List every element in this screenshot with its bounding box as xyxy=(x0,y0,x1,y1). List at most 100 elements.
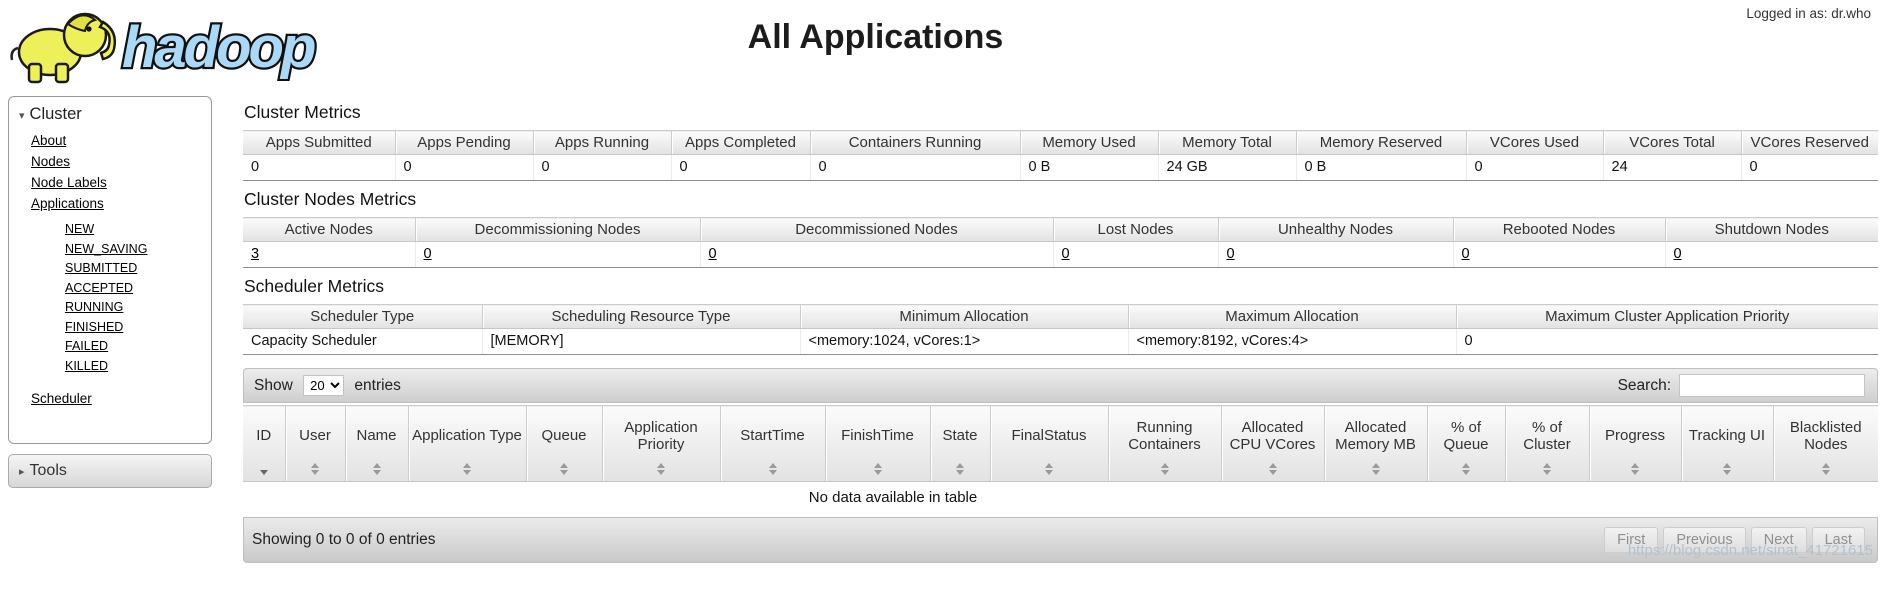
col-rebooted-nodes: Rebooted Nodes xyxy=(1452,217,1665,242)
col-allocated-cpu-vcores[interactable]: Allocated CPU VCores xyxy=(1220,405,1324,482)
col-tracking-ui[interactable]: Tracking UI xyxy=(1680,405,1773,482)
cluster-metrics-row: 0 0 0 0 0 0 B 24 GB 0 B 0 24 0 xyxy=(243,154,1878,181)
col-active-nodes: Active Nodes xyxy=(243,217,415,242)
next-page-button[interactable]: Next xyxy=(1750,527,1807,553)
col-application-type[interactable]: Application Type xyxy=(407,405,526,482)
svg-text:hadoop: hadoop xyxy=(122,15,315,80)
apps-running-value: 0 xyxy=(532,154,671,181)
col-apps-completed: Apps Completed xyxy=(670,130,810,155)
lost-nodes-link[interactable]: 0 xyxy=(1061,246,1070,262)
col-finishtime[interactable]: FinishTime xyxy=(824,405,930,482)
sort-both-icon xyxy=(826,463,930,475)
sidebar-item-state-running[interactable]: RUNNING xyxy=(65,300,124,314)
top-header: hadoop All Applications Logged in as: dr… xyxy=(0,0,1881,94)
show-label: Show xyxy=(254,377,293,394)
sort-both-icon xyxy=(603,463,720,475)
applications-table: ID User Name Application Type Queue Appl… xyxy=(243,405,1878,482)
entries-label: entries xyxy=(354,377,401,394)
col-apps-running: Apps Running xyxy=(532,130,671,155)
col-pct-of-queue[interactable]: % of Queue xyxy=(1426,405,1505,482)
col-memory-used: Memory Used xyxy=(1019,130,1158,155)
col-running-containers[interactable]: Running Containers xyxy=(1107,405,1221,482)
col-pct-of-cluster[interactable]: % of Cluster xyxy=(1504,405,1589,482)
cluster-nodes-metrics-table: Active Nodes Decommissioning Nodes Decom… xyxy=(243,217,1878,268)
hadoop-wordmark: hadoop xyxy=(120,13,320,81)
sidebar-item-state-new-saving[interactable]: NEW_SAVING xyxy=(65,241,148,256)
vcores-reserved-value: 0 xyxy=(1740,154,1878,181)
page-length-select[interactable]: 20 xyxy=(303,375,345,396)
col-state[interactable]: State xyxy=(929,405,990,482)
col-finalstatus[interactable]: FinalStatus xyxy=(989,405,1108,482)
col-allocated-memory-mb[interactable]: Allocated Memory MB xyxy=(1323,405,1427,482)
col-scheduler-type: Scheduler Type xyxy=(243,304,482,329)
rebooted-nodes-link[interactable]: 0 xyxy=(1461,246,1470,262)
apps-submitted-value: 0 xyxy=(243,154,395,181)
pagination: First Previous Next Last xyxy=(1604,527,1869,553)
col-memory-reserved: Memory Reserved xyxy=(1295,130,1466,155)
sort-both-icon xyxy=(1109,463,1221,475)
sidebar-item-node-labels[interactable]: Node Labels xyxy=(31,175,107,190)
col-queue[interactable]: Queue xyxy=(525,405,602,482)
sort-both-icon xyxy=(991,463,1108,475)
scheduler-type-value: Capacity Scheduler xyxy=(243,328,482,355)
col-vcores-reserved: VCores Reserved xyxy=(1740,130,1878,155)
sort-desc-icon xyxy=(243,470,285,475)
col-vcores-total: VCores Total xyxy=(1602,130,1741,155)
cluster-metrics-table: Apps Submitted Apps Pending Apps Running… xyxy=(243,130,1878,181)
sidebar-item-nodes[interactable]: Nodes xyxy=(31,154,71,169)
active-nodes-link[interactable]: 3 xyxy=(251,246,260,262)
col-name[interactable]: Name xyxy=(344,405,408,482)
apps-pending-value: 0 xyxy=(394,154,533,181)
scheduler-metrics-table: Scheduler Type Scheduling Resource Type … xyxy=(243,304,1878,355)
showing-entries-status: Showing 0 to 0 of 0 entries xyxy=(252,531,436,548)
sort-both-icon xyxy=(1428,463,1505,475)
memory-reserved-value: 0 B xyxy=(1295,154,1466,181)
col-blacklisted-nodes[interactable]: Blacklisted Nodes xyxy=(1772,405,1878,482)
sort-both-icon xyxy=(409,463,526,475)
sidebar-item-state-submitted[interactable]: SUBMITTED xyxy=(65,261,138,275)
sidebar-item-scheduler[interactable]: Scheduler xyxy=(31,391,92,406)
col-minimum-allocation: Minimum Allocation xyxy=(799,304,1128,329)
sort-both-icon xyxy=(527,463,602,475)
sidebar-tools-toggle[interactable]: ▸Tools xyxy=(8,454,212,488)
sidebar-item-state-accepted[interactable]: ACCEPTED xyxy=(65,280,134,295)
scheduling-resource-type-value: [MEMORY] xyxy=(481,328,800,355)
col-starttime[interactable]: StartTime xyxy=(719,405,825,482)
last-page-button[interactable]: Last xyxy=(1811,527,1865,553)
sidebar-item-about[interactable]: About xyxy=(31,133,67,148)
sidebar-item-state-failed[interactable]: FAILED xyxy=(65,339,109,353)
shutdown-nodes-link[interactable]: 0 xyxy=(1673,246,1682,262)
col-shutdown-nodes: Shutdown Nodes xyxy=(1664,217,1878,242)
maximum-allocation-value: <memory:8192, vCores:4> xyxy=(1127,328,1456,355)
sidebar-item-state-killed[interactable]: KILLED xyxy=(65,358,109,373)
col-user[interactable]: User xyxy=(284,405,345,482)
decommissioning-nodes-link[interactable]: 0 xyxy=(423,246,432,262)
memory-total-value: 24 GB xyxy=(1157,154,1296,181)
col-scheduling-resource-type: Scheduling Resource Type xyxy=(481,304,800,329)
col-id[interactable]: ID xyxy=(243,405,285,482)
decommissioned-nodes-link[interactable]: 0 xyxy=(708,246,717,262)
col-application-priority[interactable]: Application Priority xyxy=(601,405,720,482)
unhealthy-nodes-link[interactable]: 0 xyxy=(1226,246,1235,262)
search-input[interactable] xyxy=(1679,374,1865,397)
logged-in-as: Logged in as: dr.who xyxy=(1746,6,1871,21)
sidebar-item-state-finished[interactable]: FINISHED xyxy=(65,319,124,334)
apps-table-toolbar: Show 20 entries Search: xyxy=(243,368,1878,403)
scheduler-metrics-row: Capacity Scheduler [MEMORY] <memory:1024… xyxy=(243,328,1878,355)
cluster-metrics-heading: Cluster Metrics xyxy=(244,102,361,122)
empty-table-message: No data available in table xyxy=(808,489,978,506)
col-memory-total: Memory Total xyxy=(1157,130,1296,155)
vcores-used-value: 0 xyxy=(1465,154,1603,181)
scheduler-metrics-heading: Scheduler Metrics xyxy=(244,276,385,296)
col-progress[interactable]: Progress xyxy=(1588,405,1681,482)
vcores-total-value: 24 xyxy=(1602,154,1741,181)
sort-both-icon xyxy=(931,463,990,475)
previous-page-button[interactable]: Previous xyxy=(1663,527,1746,553)
first-page-button[interactable]: First xyxy=(1604,527,1659,553)
search-label: Search: xyxy=(1617,376,1671,394)
page-title: All Applications xyxy=(747,18,1004,56)
sidebar-cluster-toggle[interactable]: ▾Cluster xyxy=(19,105,82,123)
sidebar: ▾Cluster About Nodes Node Labels Applica… xyxy=(0,94,220,488)
sidebar-item-state-new[interactable]: NEW xyxy=(65,222,95,236)
sidebar-item-applications[interactable]: Applications xyxy=(31,196,104,211)
